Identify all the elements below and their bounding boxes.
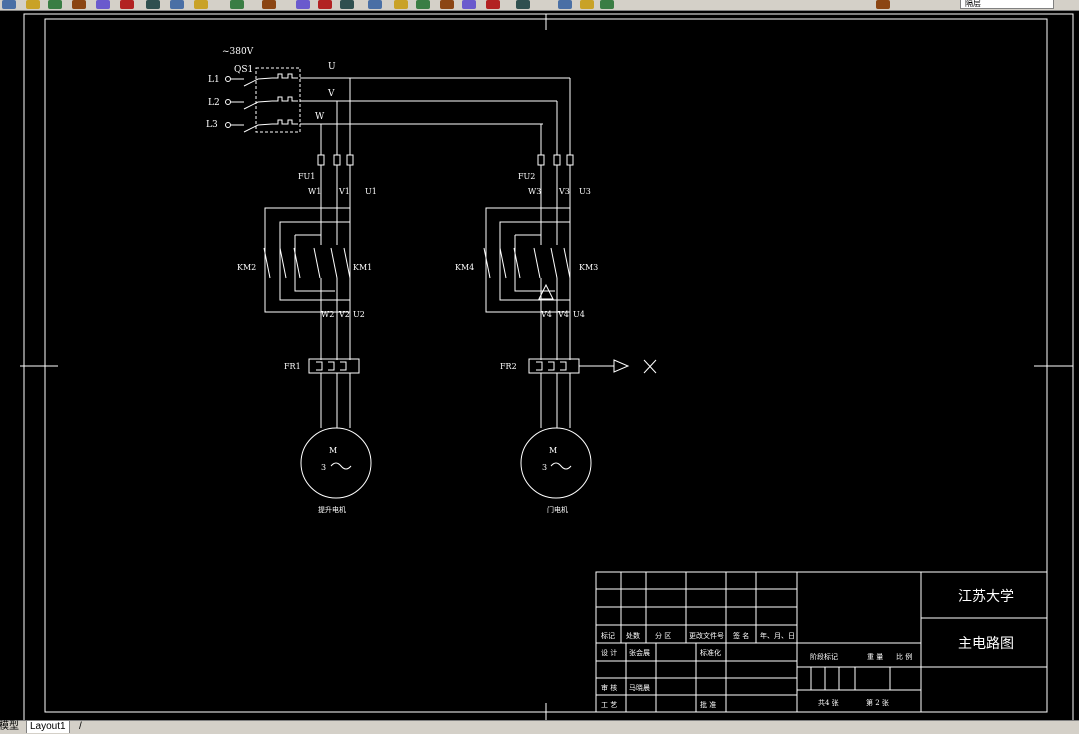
svg-text:共4 张: 共4 张 (818, 698, 839, 707)
svg-text:3: 3 (542, 463, 547, 472)
svg-text:U3: U3 (579, 187, 591, 196)
paste-icon[interactable] (170, 0, 184, 9)
tab-layout1[interactable]: Layout1 (26, 721, 70, 733)
new-icon[interactable] (2, 0, 16, 9)
svg-text:V2: V2 (338, 310, 350, 319)
motor-1 (300, 427, 372, 499)
line-label-l2: L2 (208, 98, 220, 108)
svg-text:U4: U4 (573, 310, 585, 319)
svg-text:处数: 处数 (626, 631, 640, 640)
layer-state-icon[interactable] (580, 0, 594, 9)
properties-icon[interactable] (394, 0, 408, 9)
svg-text:设 计: 设 计 (601, 648, 617, 657)
tool-palettes-icon[interactable] (440, 0, 454, 9)
svg-text:V3: V3 (558, 187, 570, 196)
svg-text:W2: W2 (321, 310, 334, 319)
svg-text:V1: V1 (338, 187, 350, 196)
layer-manager-icon[interactable] (558, 0, 572, 9)
zoom-realtime-icon[interactable] (318, 0, 332, 9)
layer-previous-icon[interactable] (600, 0, 614, 9)
svg-text:KM1: KM1 (353, 263, 372, 272)
zoom-previous-icon[interactable] (368, 0, 382, 9)
undo-icon[interactable] (230, 0, 244, 9)
calculator-icon[interactable] (486, 0, 500, 9)
svg-text:FU2: FU2 (518, 172, 535, 181)
svg-text:U: U (328, 62, 336, 72)
svg-text:重 量: 重 量 (867, 653, 883, 661)
svg-text:KM2: KM2 (237, 263, 256, 272)
svg-text:门电机: 门电机 (547, 505, 568, 514)
cut-icon[interactable] (120, 0, 134, 9)
design-center-icon[interactable] (416, 0, 430, 9)
pan-icon[interactable] (296, 0, 310, 9)
save-icon[interactable] (48, 0, 62, 9)
svg-text:年、月、日: 年、月、日 (760, 631, 795, 640)
school-name: 江苏大学 (958, 589, 1014, 605)
svg-text:3: 3 (321, 463, 326, 472)
frame-border (44, 18, 1048, 713)
svg-text:KM4: KM4 (455, 263, 474, 272)
line-label-l1: L1 (208, 75, 220, 85)
supply-label: ~380V (222, 47, 254, 57)
svg-text:W1: W1 (308, 187, 321, 196)
style-icon[interactable] (876, 0, 890, 9)
svg-text:工 艺: 工 艺 (601, 701, 617, 709)
line-label-l3: L3 (206, 120, 218, 130)
svg-text:审 核: 审 核 (601, 683, 617, 692)
zoom-window-icon[interactable] (340, 0, 354, 9)
match-properties-icon[interactable] (194, 0, 208, 9)
tab-separator: / (79, 721, 82, 732)
markup-icon[interactable] (462, 0, 476, 9)
drawing-canvas[interactable]: ~380V QS1 L1 L2 L3 U V W FU1 FU2 W1 V1 (0, 10, 1079, 720)
svg-text:W: W (315, 112, 325, 122)
main-circuit-schematic: ~380V QS1 L1 L2 L3 U V W FU1 FU2 W1 V1 (206, 47, 657, 514)
svg-text:V: V (327, 89, 335, 99)
drawing-title: 主电路图 (958, 636, 1014, 652)
help-icon[interactable] (516, 0, 530, 9)
copy-icon[interactable] (146, 0, 160, 9)
svg-text:张会展: 张会展 (629, 648, 650, 657)
print-icon[interactable] (72, 0, 86, 9)
layout-tab-bar: 模型 Layout1 / (0, 720, 1079, 734)
svg-text:标准化: 标准化 (700, 648, 721, 657)
open-icon[interactable] (26, 0, 40, 9)
svg-text:FR2: FR2 (500, 362, 517, 371)
svg-text:M: M (329, 446, 337, 455)
svg-text:U1: U1 (365, 187, 377, 196)
layer-dropdown[interactable]: 隔层 (960, 0, 1054, 9)
svg-text:FR1: FR1 (284, 362, 301, 371)
svg-text:批 准: 批 准 (700, 700, 716, 709)
svg-text:马晓晨: 马晓晨 (629, 683, 650, 692)
svg-text:提升电机: 提升电机 (318, 505, 346, 514)
toolbar: 隔层 (0, 0, 1079, 11)
svg-text:U2: U2 (353, 310, 365, 319)
svg-text:M: M (549, 446, 557, 455)
paper-border (23, 13, 1074, 720)
title-block: 江苏大学 主电路图 标记 处数 分 区 更改文件号 签 名 年、月、日 设 计 … (595, 571, 1048, 713)
svg-text:分 区: 分 区 (655, 631, 671, 640)
switch-label: QS1 (234, 65, 253, 75)
svg-text:标记: 标记 (601, 631, 615, 640)
preview-icon[interactable] (96, 0, 110, 9)
svg-text:KM3: KM3 (579, 263, 598, 272)
terminal-l1 (225, 76, 231, 82)
svg-text:更改文件号: 更改文件号 (689, 631, 724, 640)
svg-text:签 名: 签 名 (733, 631, 749, 640)
svg-text:V4: V4 (540, 310, 552, 319)
tab-model[interactable]: 模型 (0, 721, 19, 732)
svg-text:W3: W3 (528, 187, 541, 196)
svg-text:比 例: 比 例 (896, 652, 912, 661)
svg-text:阶段标记: 阶段标记 (810, 652, 838, 661)
motor-2 (520, 427, 592, 499)
svg-text:FU1: FU1 (298, 172, 315, 181)
svg-text:第 2 张: 第 2 张 (866, 698, 889, 707)
svg-text:V4: V4 (557, 310, 569, 319)
redo-icon[interactable] (262, 0, 276, 9)
